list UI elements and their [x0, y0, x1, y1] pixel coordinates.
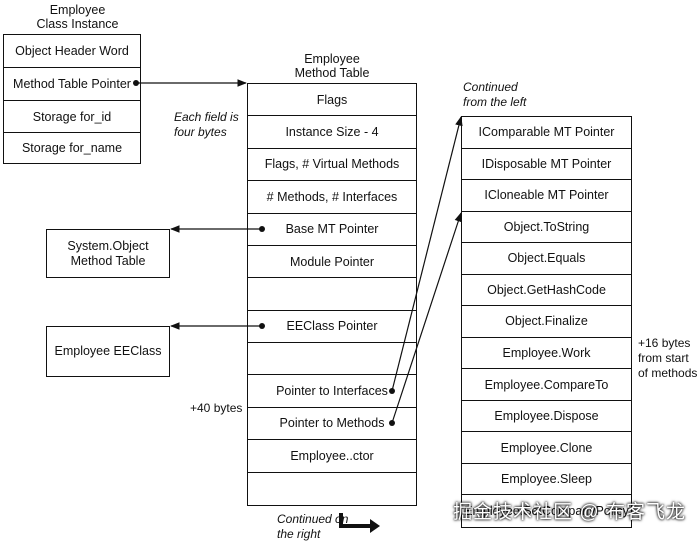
method-table-row-1: Instance Size - 4 [248, 116, 416, 149]
method-table-row-11: Employee..ctor [248, 440, 416, 473]
continued-table-row-3: Object.ToString [462, 212, 631, 244]
each-field-note: Each field is four bytes [174, 110, 239, 140]
instance-row-id: Storage for_id [4, 101, 140, 133]
instance-row-name: Storage for_name [21, 141, 123, 155]
system-object-method-table-box: System.Object Method Table [46, 229, 170, 278]
employee-eeclass-label: Employee EEClass [54, 344, 162, 358]
continued-table-row-4: Object.Equals [462, 243, 631, 275]
continued-on-right-line-2: the right [277, 527, 321, 541]
method-table-row-9: Pointer to Interfaces [248, 375, 416, 408]
method-table-row-7: EEClass Pointer [248, 311, 416, 343]
each-field-line-2: four bytes [174, 125, 227, 139]
method-table-row-0: Flags [248, 84, 416, 117]
continued-table-row-2: ICloneable MT Pointer [462, 180, 631, 212]
instance-row-mt-pointer: Method Table Pointer [4, 68, 140, 101]
continued-table-row-10: Employee.Clone [462, 432, 631, 464]
continued-from-left-line-2: from the left [463, 95, 527, 109]
instance-title-line-1: Employee [49, 3, 106, 17]
system-object-line-2: Method Table [70, 253, 146, 268]
continued-from-left-note: Continued from the left [463, 80, 526, 110]
continued-from-left-line-1: Continued [463, 80, 518, 94]
continued-table-row-1: IDisposable MT Pointer [462, 149, 631, 181]
plus-16-line-1: +16 bytes [638, 336, 691, 350]
continued-table-row-12: Employee.SetCompanyPolicy [464, 504, 629, 519]
continued-table-row-9: Employee.Dispose [462, 401, 631, 433]
instance-title: Employee Class Instance [10, 3, 145, 31]
method-table-row-5: Module Pointer [248, 246, 416, 279]
plus-16-line-3: of methods [638, 366, 698, 380]
employee-eeclass-box: Employee EEClass [46, 326, 170, 377]
method-table-title-line-1: Employee [304, 52, 360, 66]
plus-16-bytes-note: +16 bytes from start of methods [638, 336, 697, 381]
method-table-row-8 [248, 343, 416, 376]
continued-right-arrowhead-icon [370, 519, 380, 533]
each-field-line-1: Each field is [174, 110, 239, 124]
plus-40-bytes-label: +40 bytes [190, 401, 243, 415]
method-table-row-4: Base MT Pointer [248, 214, 416, 246]
continued-right-arrow-icon [339, 513, 372, 528]
plus-16-line-2: from start [638, 351, 689, 365]
continued-on-right-line-1: Continued on [277, 512, 349, 526]
method-table-row-10: Pointer to Methods [248, 408, 416, 441]
instance-row-header: Object Header Word [4, 35, 140, 68]
system-object-line-1: System.Object [67, 238, 149, 253]
continued-table-row-7: Employee.Work [462, 338, 631, 370]
method-table-row-2: Flags, # Virtual Methods [248, 149, 416, 182]
continued-table-row-5: Object.GetHashCode [462, 275, 631, 307]
method-table-row-6 [248, 278, 416, 311]
methods-arrow [391, 212, 462, 424]
continued-table-row-11: Employee.Sleep [462, 464, 631, 496]
continued-table-row-8: Employee.CompareTo [462, 369, 631, 401]
method-table-title-line-2: Method Table [294, 66, 370, 80]
watermark: 掘金技术社区 @ 布客飞龙 [453, 502, 686, 523]
continued-on-right-note: Continued on the right [277, 512, 348, 542]
continued-table-row-0: IComparable MT Pointer [462, 117, 631, 149]
continued-table-row-6: Object.Finalize [462, 306, 631, 338]
interfaces-arrow [391, 116, 463, 392]
method-table-row-3: # Methods, # Interfaces [248, 181, 416, 214]
method-table-title: Employee Method Table [262, 52, 402, 80]
instance-table: Object Header Word Method Table Pointer … [3, 34, 141, 164]
instance-title-line-2: Class Instance [36, 17, 119, 31]
